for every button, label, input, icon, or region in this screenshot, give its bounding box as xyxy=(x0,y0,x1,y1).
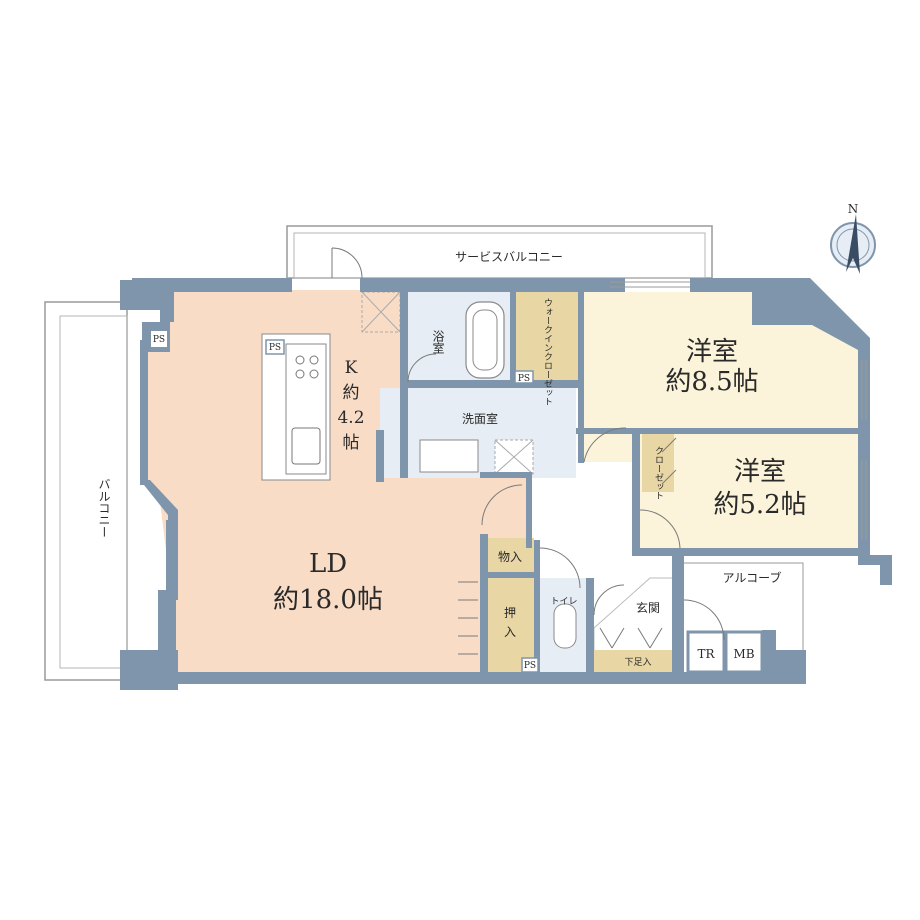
toilet-fixture xyxy=(553,603,577,649)
walkin-closet-label: ウォークインクローゼット xyxy=(542,298,553,406)
ld-room xyxy=(146,290,528,672)
shoe-storage xyxy=(594,650,682,672)
toilet-label: トイレ xyxy=(550,597,577,607)
closet-room xyxy=(642,434,674,492)
shoe-storage-label: 下足入 xyxy=(624,657,651,668)
western-room-2 xyxy=(640,432,858,548)
kitchen-size-3: 帖 xyxy=(343,433,360,453)
oshiire-room xyxy=(486,578,534,672)
walls xyxy=(120,278,892,690)
north-label: N xyxy=(848,202,859,216)
storage-label: 物入 xyxy=(498,550,522,564)
mb-box xyxy=(724,630,764,674)
kitchen-size-1: 約 xyxy=(343,383,360,403)
tr-label: TR xyxy=(697,647,715,661)
ps-label-1: PS xyxy=(153,335,165,345)
western-room-2-name: 洋室 xyxy=(734,457,786,487)
bathtub xyxy=(465,301,505,379)
ps-label-3: PS xyxy=(518,374,530,384)
oshiire-label-2: 入 xyxy=(504,625,516,639)
windows xyxy=(610,281,867,540)
closet-label: クローゼット xyxy=(653,446,664,500)
western-room-2-size: 約5.2帖 xyxy=(713,490,806,520)
kitchen-size-2: 4.2 xyxy=(337,408,364,428)
entrance-label: 玄関 xyxy=(636,600,660,615)
walkin-closet-room xyxy=(515,292,579,380)
ps-boxes xyxy=(149,329,539,673)
mb-label: MB xyxy=(733,647,754,661)
balcony-label: バルコニー xyxy=(97,478,111,538)
western-room-1-name: 洋室 xyxy=(686,337,738,367)
ld-name: LD xyxy=(309,549,347,579)
kitchen-label: K xyxy=(345,358,358,378)
service-balcony-label: サービスバルコニー xyxy=(455,250,563,264)
bath-label: 浴室 xyxy=(431,330,445,354)
washroom-label: 洗面室 xyxy=(462,411,498,426)
ps-label-4: PS xyxy=(524,661,536,671)
compass-icon xyxy=(830,214,876,274)
service-balcony-area xyxy=(286,225,713,279)
balcony-area xyxy=(44,301,128,681)
oshiire-label-1: 押 xyxy=(504,606,516,620)
ps-label-2: PS xyxy=(269,343,281,353)
alcove-label: アルコーブ xyxy=(723,570,782,585)
western-room-1 xyxy=(582,292,858,462)
door-swings xyxy=(331,247,725,655)
ld-size: 約18.0帖 xyxy=(273,585,383,615)
western-room-1-size: 約8.5帖 xyxy=(665,367,758,397)
